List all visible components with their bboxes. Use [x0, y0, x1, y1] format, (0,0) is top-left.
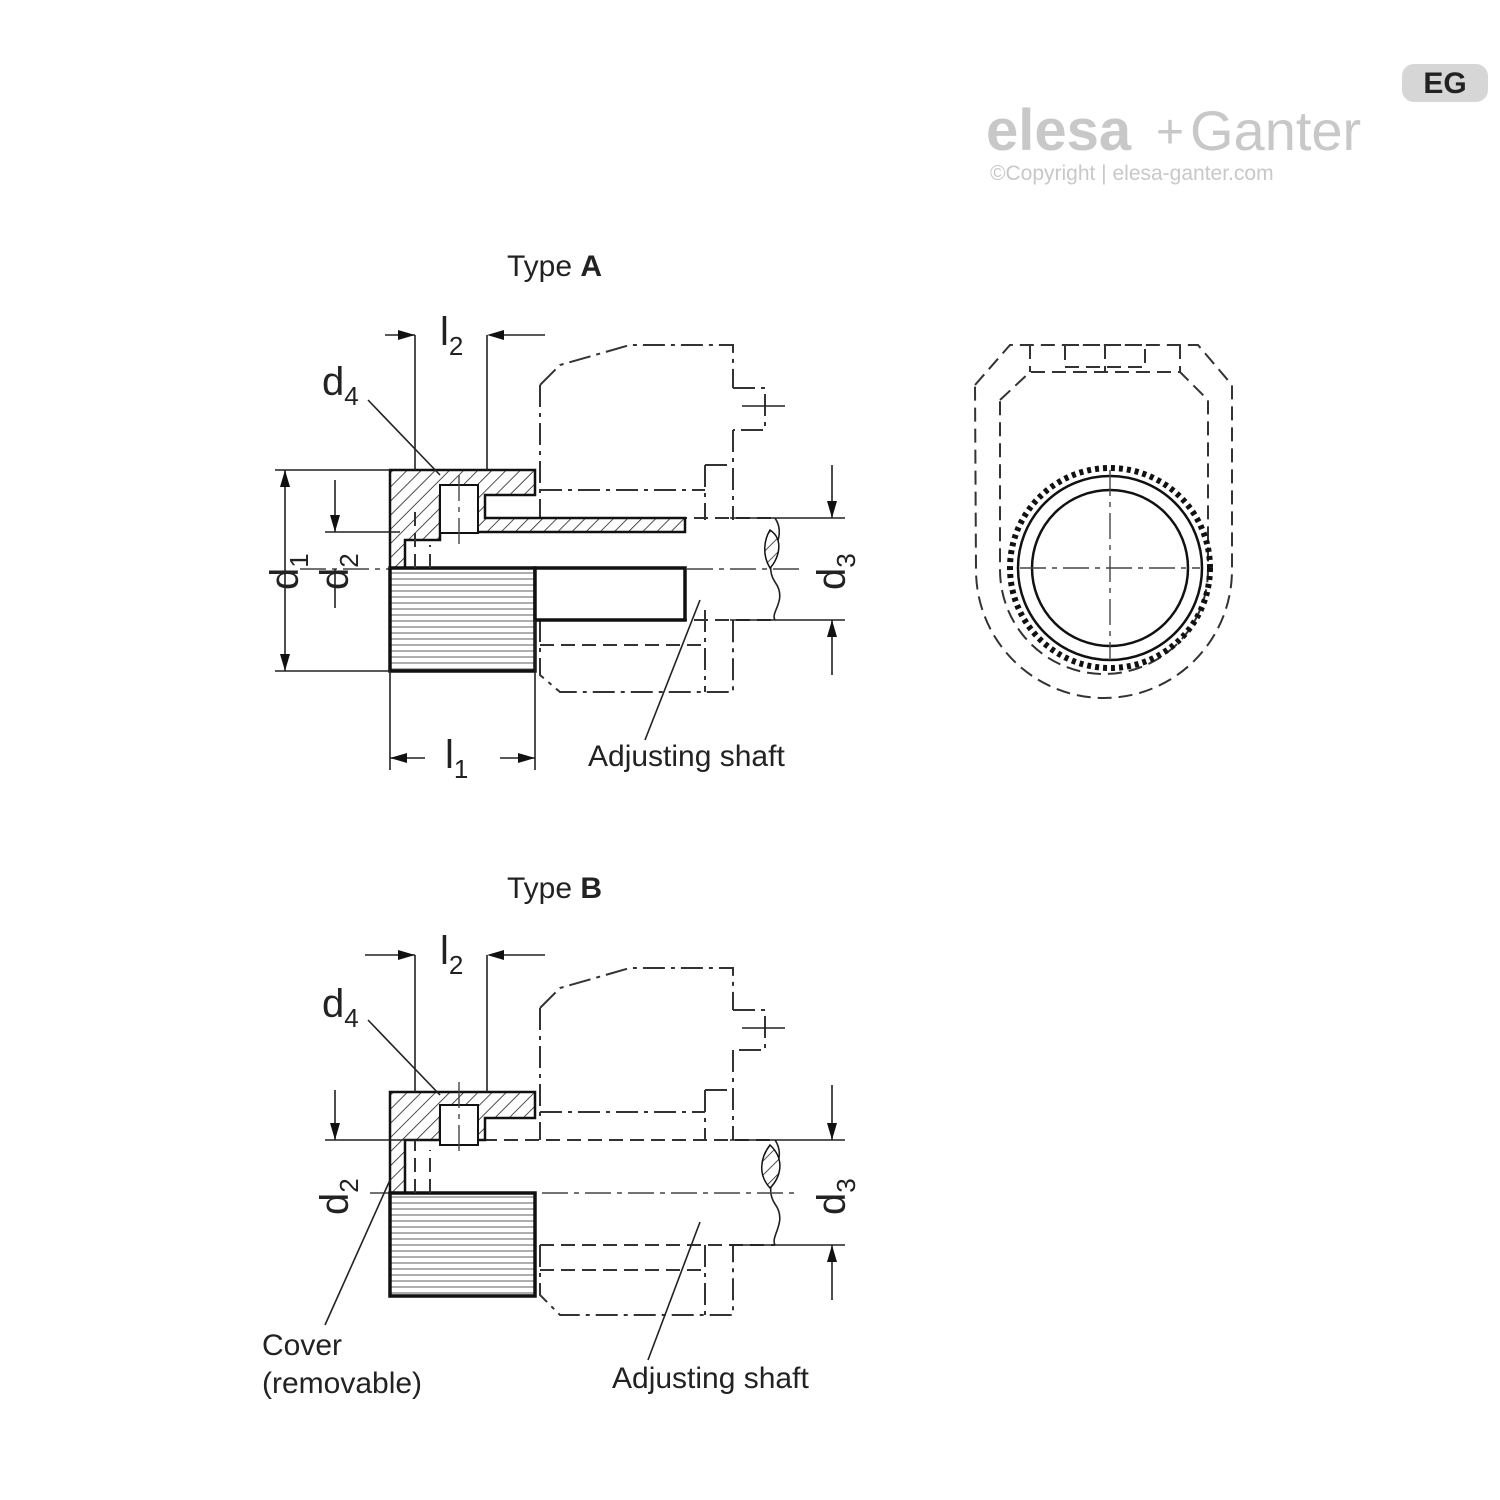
front-view-drawing — [973, 344, 1233, 699]
type-a-dim-d1 — [275, 469, 390, 672]
type-a-d4-leader — [367, 399, 441, 476]
type-a-machine-body — [539, 344, 734, 520]
brand-name-left: elesa — [986, 98, 1132, 163]
type-a-dim-l2 — [385, 334, 545, 470]
front-view-knurl-ring — [1007, 465, 1213, 671]
type-b-label-shaft: Adjusting shaft — [612, 1362, 809, 1395]
type-a-shaft-leader — [644, 599, 701, 741]
type-b-machine-body — [539, 967, 734, 1140]
brand-name-plus: + — [1156, 106, 1184, 159]
type-b-dim-d3 — [730, 1085, 845, 1300]
brand-name-right: Ganter — [1190, 99, 1361, 162]
type-b-label-d4: d4 — [322, 982, 359, 1033]
type-a-drawing: Type A — [263, 250, 861, 784]
type-b-title: Type B — [507, 872, 602, 905]
type-a-label-d3: d3 — [810, 553, 861, 590]
type-a-label-shaft: Adjusting shaft — [588, 740, 785, 773]
type-b-machine-lower — [539, 1245, 734, 1316]
type-a-machine-lower — [539, 610, 734, 693]
type-b-label-cover-removable: (removable) — [262, 1367, 422, 1400]
type-b-dim-l2 — [365, 954, 545, 1092]
type-b-label-l2: l2 — [440, 929, 463, 980]
front-view-outline — [973, 344, 1233, 699]
type-b-label-d2: d2 — [313, 1178, 364, 1215]
type-a-label-d4: d4 — [322, 360, 359, 411]
type-b-label-d3: d3 — [810, 1178, 861, 1215]
type-a-machine-stud — [733, 387, 766, 431]
type-a-knob-knurl — [388, 566, 537, 673]
type-b-cover-leader — [324, 1179, 391, 1326]
brand-logo: EG elesa + Ganter ©Copyright | elesa-gan… — [986, 64, 1488, 185]
type-b-knob-knurl — [388, 1191, 537, 1298]
type-a-title: Type A — [507, 250, 602, 283]
type-a-label-d2: d2 — [313, 553, 364, 590]
type-a-dim-d3 — [730, 465, 845, 675]
type-b-label-cover: Cover — [262, 1329, 342, 1362]
type-a-label-l2: l2 — [440, 310, 463, 361]
type-a-label-d1: d1 — [263, 553, 314, 590]
type-b-shaft-leader — [647, 1221, 701, 1361]
brand-badge-text: EG — [1423, 67, 1466, 100]
type-b-drawing: Type B l2 d4 d2 d3 — [262, 872, 861, 1400]
type-a-dim-l1 — [389, 620, 536, 770]
type-b-d4-leader — [367, 1019, 441, 1096]
brand-badge-icon — [1402, 64, 1488, 102]
brand-copyright: ©Copyright | elesa-ganter.com — [990, 162, 1274, 185]
type-a-label-l1: l1 — [445, 733, 468, 784]
